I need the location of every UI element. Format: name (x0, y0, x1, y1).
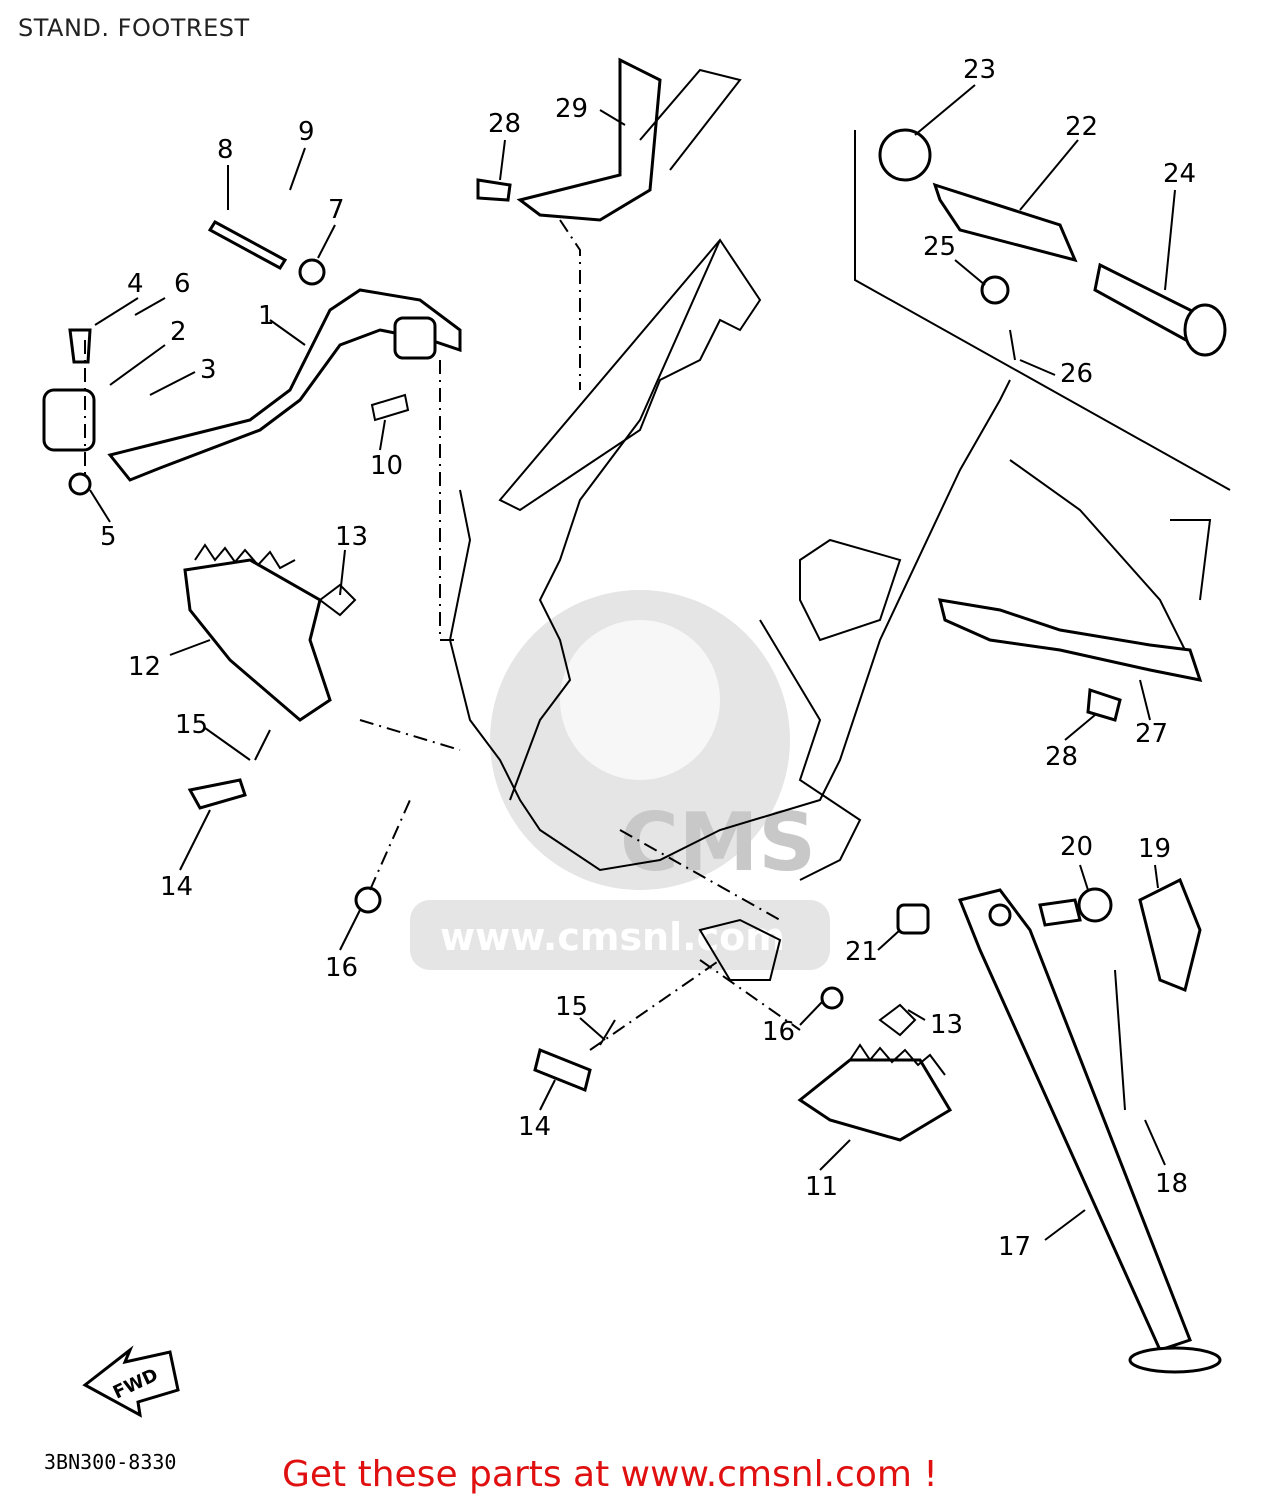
stand-bolt-20 (1038, 898, 1082, 927)
frame-outline (448, 238, 1011, 881)
callout-29: 29 (555, 94, 588, 124)
callout-24: 24 (1163, 159, 1196, 189)
callout-4: 4 (127, 269, 144, 299)
peg-bracket-line (854, 130, 1231, 491)
callout-13a: 13 (335, 522, 368, 552)
callout-17: 17 (998, 1232, 1031, 1262)
clip-26 (1009, 329, 1016, 361)
callout-13b: 13 (930, 1010, 963, 1040)
plug-10 (370, 393, 410, 422)
upper-stay-hoop (639, 68, 742, 171)
callout-27: 27 (1135, 719, 1168, 749)
callout-8: 8 (217, 135, 234, 165)
washer-16-right (820, 986, 844, 1010)
pin-4 (68, 328, 92, 364)
fwd-arrow: FWD (82, 1345, 180, 1418)
callout-1: 1 (258, 301, 275, 331)
footrest-stay (937, 598, 1203, 682)
callout-16b: 16 (762, 1017, 795, 1047)
plate-19 (1138, 877, 1202, 993)
callout-15a: 15 (175, 710, 208, 740)
bolt-28-right (1086, 687, 1122, 722)
clip-15-left (254, 729, 271, 761)
callout-7: 7 (328, 195, 345, 225)
callout-26: 26 (1060, 359, 1093, 389)
pin-14-left (187, 778, 247, 810)
clip-15-right (599, 1019, 616, 1046)
callout-18: 18 (1155, 1169, 1188, 1199)
callout-6: 6 (174, 269, 191, 299)
callout-21: 21 (845, 937, 878, 967)
footrest-left-teeth (194, 543, 296, 570)
callout-11: 11 (805, 1172, 838, 1202)
centerlines (84, 219, 801, 1051)
cta-link[interactable]: Get these parts at www.cmsnl.com ! (282, 1454, 938, 1495)
callout-16a: 16 (325, 953, 358, 983)
footrest-right-teeth (849, 1043, 946, 1076)
footrest-right (797, 1058, 953, 1142)
callout-25: 25 (923, 232, 956, 262)
pin-25 (980, 275, 1010, 305)
callout-12: 12 (128, 652, 161, 682)
page-title: STAND. FOOTREST (18, 14, 250, 42)
leader-lines (89, 84, 1176, 1241)
spring-13-right (878, 1003, 917, 1037)
bolt-head-20 (1077, 887, 1113, 923)
washer-5 (68, 472, 92, 496)
callout-23: 23 (963, 55, 996, 85)
watermark-logo: CMS www.cmsnl.com (410, 590, 830, 970)
bolt-28-top (476, 178, 512, 202)
nut-21 (896, 903, 930, 935)
callout-5: 5 (100, 522, 117, 552)
pin-14-right (533, 1047, 592, 1093)
footrest-left (183, 558, 332, 722)
callout-10: 10 (370, 451, 403, 481)
callout-15b: 15 (555, 992, 588, 1022)
callout-14a: 14 (160, 872, 193, 902)
rubber-22 (932, 182, 1078, 263)
spring-13-left (318, 583, 357, 617)
callout-20: 20 (1060, 832, 1093, 862)
footrest-stay-arm (1009, 459, 1186, 651)
callout-14b: 14 (518, 1112, 551, 1142)
side-stand (957, 888, 1222, 1374)
spring-18 (1114, 969, 1126, 1111)
callouts: 1 2 3 4 5 6 7 8 9 10 11 12 13 13 14 14 1… (100, 55, 1196, 1262)
washer-7 (298, 258, 326, 286)
pedal-tip (42, 388, 96, 452)
footrest-bracket (698, 918, 782, 981)
callout-22: 22 (1065, 112, 1098, 142)
callout-28b: 28 (1045, 742, 1078, 772)
pivot-bolt (207, 220, 288, 270)
callout-28a: 28 (488, 109, 521, 139)
peg-pin-24-head (1183, 303, 1227, 357)
washer-23 (878, 128, 932, 182)
upper-stay (516, 57, 662, 222)
callout-9: 9 (298, 117, 315, 147)
washer-16-left (354, 886, 382, 914)
footrest-stay-hoop (1170, 519, 1212, 601)
callout-19: 19 (1138, 834, 1171, 864)
callout-2: 2 (170, 317, 187, 347)
diagram-code: 3BN300-8330 (44, 1450, 177, 1474)
brake-pedal (107, 288, 462, 482)
callout-3: 3 (200, 355, 217, 385)
